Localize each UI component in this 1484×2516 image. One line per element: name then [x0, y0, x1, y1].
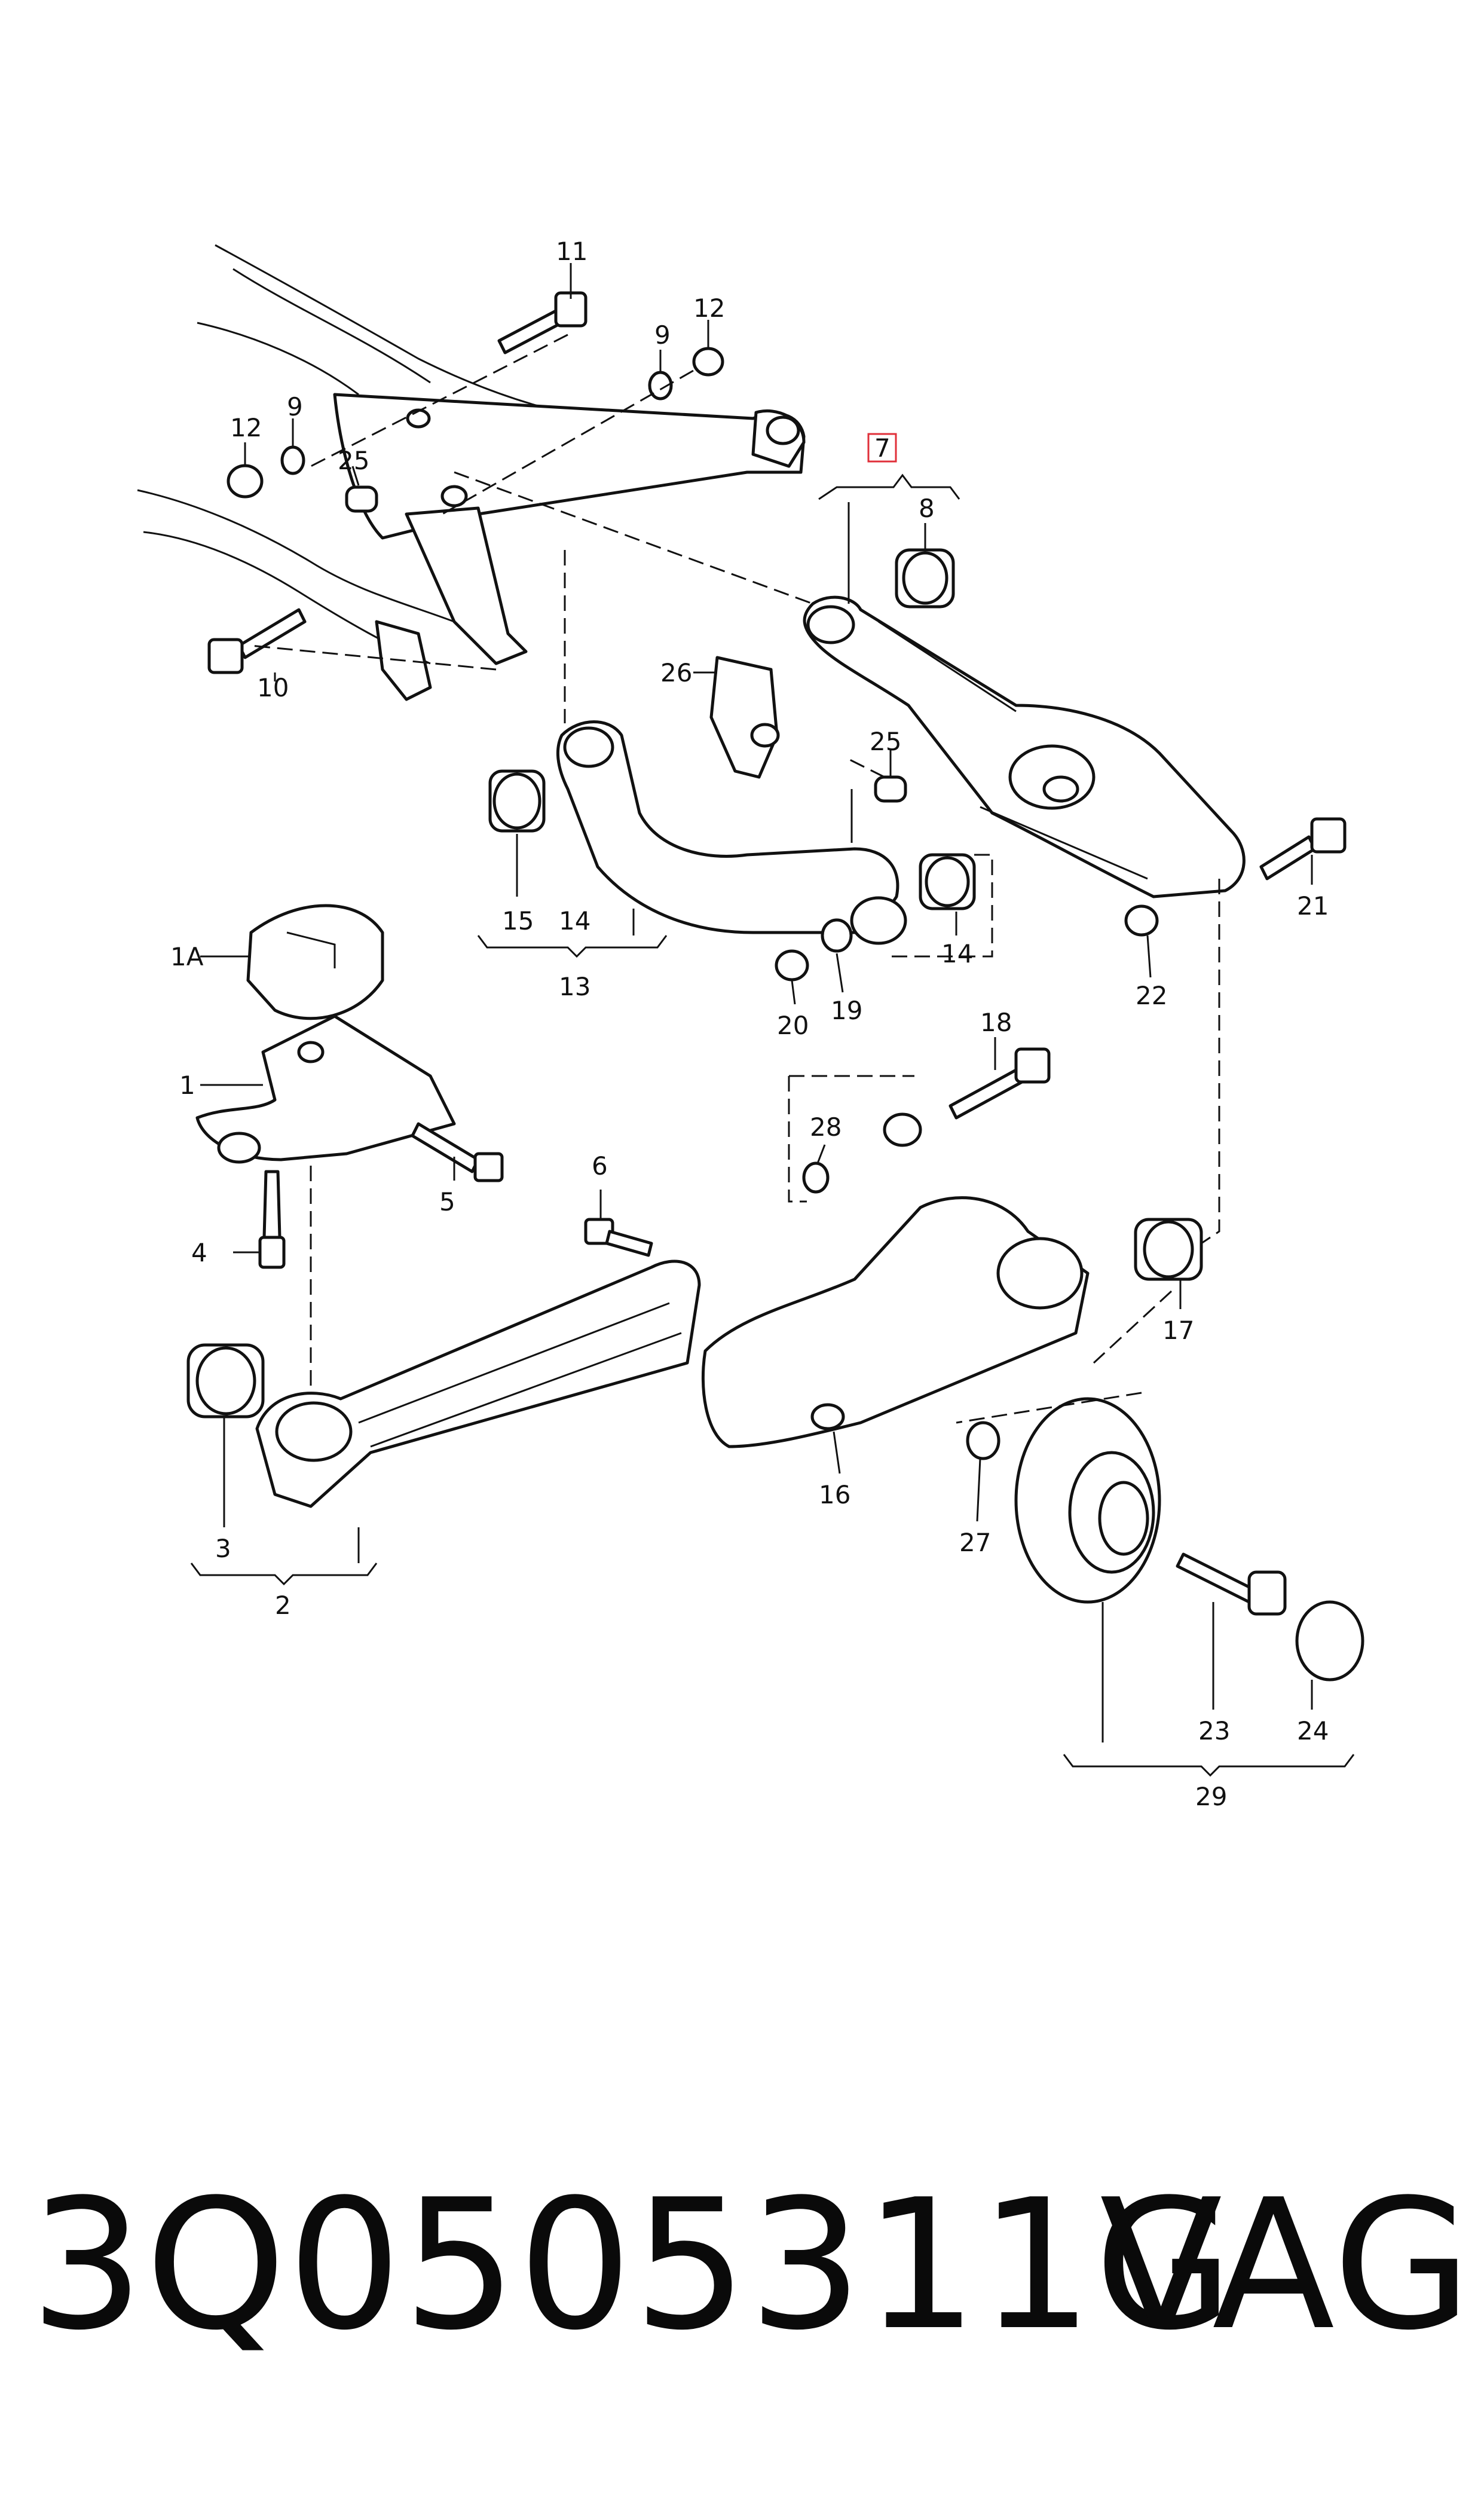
bolt-23[interactable]: [1176, 1552, 1287, 1616]
nut-12-right[interactable]: [692, 347, 724, 377]
part-29-wheel-hub[interactable]: [1014, 1397, 1161, 1604]
bolt-5[interactable]: [411, 1122, 504, 1182]
callout-25a: 25: [338, 446, 369, 475]
part-2-trailing-arm[interactable]: [255, 1259, 701, 1508]
callout-13: 13: [559, 972, 590, 1001]
spacer-25-right[interactable]: [874, 775, 907, 803]
callout-8: 8: [919, 494, 935, 523]
callout-20: 20: [777, 1011, 809, 1040]
bolt-18[interactable]: [948, 1047, 1051, 1120]
part-number-label: 3Q0505311G: [30, 2161, 1235, 2370]
part-16-knuckle[interactable]: [701, 1112, 1090, 1448]
brand-label: VAG: [1100, 2161, 1473, 2370]
brackets: [190, 473, 1355, 1777]
callout-14a: 14: [559, 906, 590, 936]
callout-5: 5: [439, 1187, 455, 1216]
callout-1a: 1A: [170, 942, 204, 971]
callout-25b: 25: [870, 727, 901, 756]
subframe: [137, 244, 806, 701]
callout-24: 24: [1297, 1716, 1329, 1745]
callout-7[interactable]: 7: [874, 433, 891, 463]
bolt-10[interactable]: [207, 608, 307, 674]
ring-28[interactable]: [802, 1161, 830, 1194]
callout-3: 3: [215, 1534, 231, 1563]
bolt-11[interactable]: [497, 291, 588, 354]
part-7-control-arm[interactable]: [803, 595, 1246, 898]
part-1a-cap[interactable]: [246, 904, 384, 1020]
ring-27[interactable]: [966, 1421, 1000, 1460]
bolt-4[interactable]: [258, 1170, 286, 1269]
bushing-3[interactable]: [186, 1343, 265, 1419]
callout-28: 28: [810, 1112, 842, 1142]
spacer-25-left[interactable]: [345, 485, 378, 513]
bolt-6[interactable]: [584, 1218, 653, 1257]
bushing-17[interactable]: [1134, 1218, 1203, 1281]
callout-6: 6: [592, 1151, 608, 1181]
callout-21: 21: [1297, 891, 1329, 921]
exploded-parts-diagram: 11 12 9 12 9 25 10 7 8 26 25 15 14 13 14…: [137, 237, 1364, 1811]
callout-15: 15: [502, 906, 534, 936]
bushing-8[interactable]: [895, 548, 955, 609]
callout-1: 1: [179, 1071, 195, 1100]
callout-23: 23: [1198, 1716, 1230, 1745]
part-1-mount[interactable]: [195, 1014, 456, 1164]
part-13-upper-arm[interactable]: [556, 720, 907, 945]
nut-20[interactable]: [775, 949, 809, 982]
callout-7-highlight: [867, 433, 897, 463]
callout-4: 4: [191, 1238, 207, 1267]
callout-27: 27: [959, 1528, 991, 1557]
callout-22: 22: [1136, 981, 1167, 1010]
nut-12-left[interactable]: [227, 464, 264, 499]
callout-9a: 9: [287, 392, 303, 421]
washer-9-left[interactable]: [280, 445, 305, 475]
callout-18: 18: [980, 1008, 1012, 1037]
callout-2: 2: [275, 1591, 291, 1620]
callout-10: 10: [257, 673, 289, 702]
alignment-lines: [250, 334, 1220, 1424]
callout-26: 26: [660, 658, 692, 687]
washer-19[interactable]: [821, 918, 853, 953]
bushing-14[interactable]: [919, 853, 976, 910]
callout-29: 29: [1195, 1782, 1227, 1811]
callout-17: 17: [1162, 1316, 1194, 1345]
bolt-21[interactable]: [1259, 817, 1347, 881]
clip-26[interactable]: [709, 656, 780, 779]
callout-12b: 12: [693, 294, 725, 323]
callout-14b: 14: [941, 939, 973, 968]
part-24-cap[interactable]: [1295, 1600, 1364, 1682]
callout-9b: 9: [654, 320, 671, 350]
callout-19: 19: [831, 996, 862, 1025]
bushing-15[interactable]: [488, 769, 546, 833]
nut-22[interactable]: [1124, 904, 1159, 937]
callout-11: 11: [556, 237, 588, 266]
callout-16: 16: [819, 1480, 850, 1509]
leader-lines: [200, 263, 1313, 1742]
callout-12a: 12: [230, 413, 262, 442]
